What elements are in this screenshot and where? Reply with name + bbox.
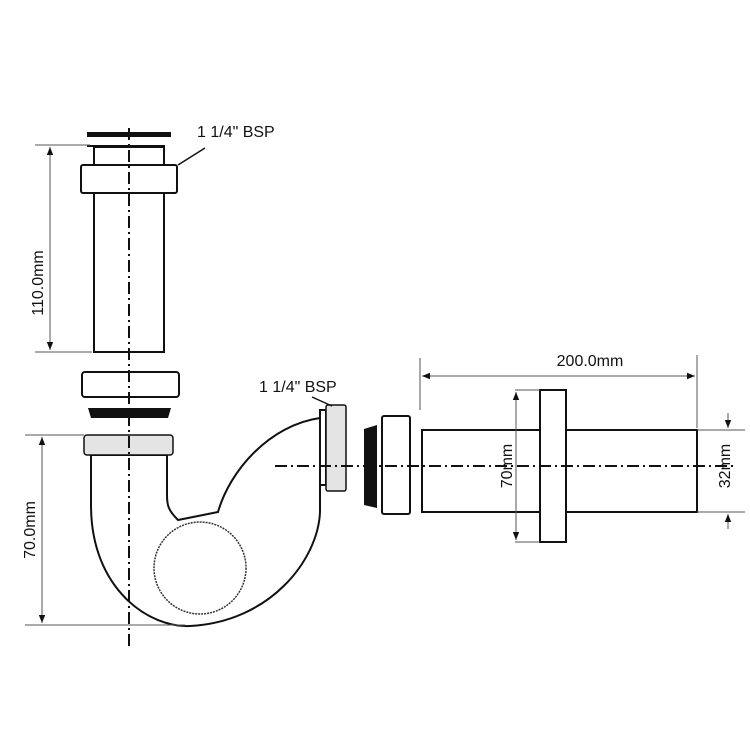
- leader-side: [311, 396, 333, 407]
- dim-text-110: 110.0mm: [30, 250, 47, 316]
- outlet-collar: [319, 409, 327, 486]
- thread-label-side: 1 1/4" BSP: [259, 379, 337, 396]
- bottle-bowl: [153, 521, 247, 615]
- trap-outlet-thread: [325, 404, 347, 492]
- trap-body: [90, 416, 321, 628]
- dim-text-70-trap: 70.0mm: [22, 501, 39, 559]
- thread-label-top: 1 1/4" BSP: [197, 124, 275, 141]
- dim-text-70-flange: 70mm: [499, 444, 516, 488]
- middle-washer: [88, 408, 171, 418]
- dim-text-32: 32mm: [717, 444, 734, 488]
- dim-text-200: 200.0mm: [557, 353, 624, 370]
- leader-top: [177, 147, 206, 166]
- middle-nut: [81, 371, 180, 398]
